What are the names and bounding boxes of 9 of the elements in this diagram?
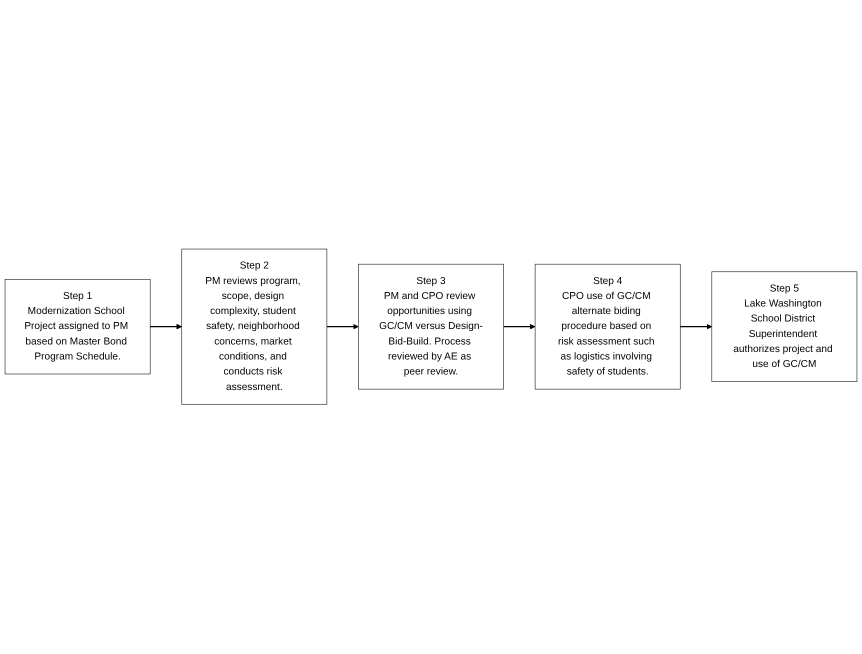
arrow <box>150 324 182 330</box>
node-box: Step 1 Modernization School Project assigned to PM based on Master Bond Program Schedule. <box>4 279 150 375</box>
arrow <box>326 324 359 330</box>
arrow <box>504 324 536 330</box>
arrow <box>680 324 712 330</box>
node-box: Step 2 PM reviews program, scope, design complexity, student safety, neighborhood concerns, market conditions, and conducts risk assessment. <box>181 249 328 405</box>
node-box: Step 5 Lake Washington School District Superintendent authorizes project and use of GC/CM <box>711 272 858 382</box>
node-box: Step 3 PM and CPO review opportunities using GC/CM versus Design-Bid-Build. Process reviewed by AE as peer review. <box>358 264 504 390</box>
node-box: Step 4 CPO use of GC/CM alternate biding procedure based on risk assessment such as logistics involving safety of students. <box>534 264 681 390</box>
